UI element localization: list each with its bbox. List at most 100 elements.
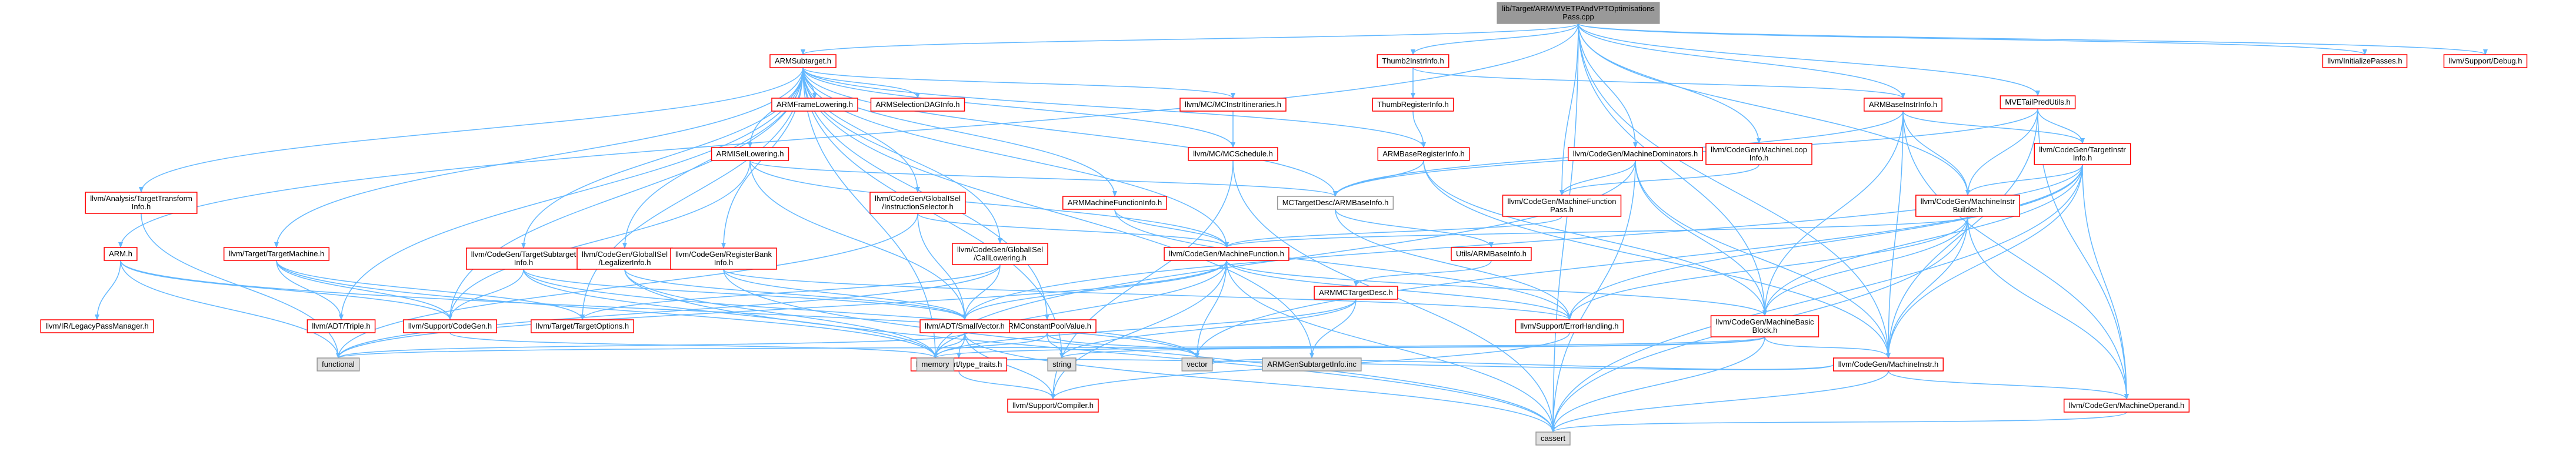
graph-node-supportcodegen[interactable]: llvm/Support/CodeGen.h — [403, 319, 497, 333]
graph-node-calllowering[interactable]: llvm/CodeGen/GlobalISel/CallLowering.h — [952, 243, 1048, 265]
node-box — [1179, 98, 1287, 112]
graph-node-thumb2instrinfo[interactable]: Thumb2InstrInfo.h — [1377, 54, 1449, 68]
graph-node-armselectiondag[interactable]: ARMSelectionDAGInfo.h — [870, 98, 965, 112]
graph-node-supportdebug[interactable]: llvm/Support/Debug.h — [2443, 54, 2528, 68]
node-label: llvm/Target/TargetOptions.h — [536, 322, 629, 330]
edge-armmctargetdesc-to-armgensubtarget — [1309, 299, 1357, 359]
graph-node-compiler[interactable]: llvm/Support/Compiler.h — [1007, 399, 1099, 413]
edge-machineloopinfo-to-machinefunctionpass — [1559, 164, 1759, 196]
node-box — [2000, 95, 2076, 109]
node-label: ARMMCTargetDesc.h — [1319, 288, 1393, 297]
graph-node-errorhandling[interactable]: llvm/Support/ErrorHandling.h — [1515, 319, 1624, 333]
node-label: ARMSelectionDAGInfo.h — [875, 100, 959, 109]
edge-calllowering-to-smallvector — [962, 264, 1001, 320]
node-label: cassert — [1541, 434, 1565, 443]
graph-node-globalisellegalizer[interactable]: llvm/CodeGen/GlobalISel/LegalizerInfo.h — [576, 247, 673, 270]
graph-node-string[interactable]: string — [1047, 357, 1077, 372]
graph-node-armbaseinstrinfo[interactable]: ARMBaseInstrInfo.h — [1864, 98, 1942, 112]
graph-node-armframelowering[interactable]: ARMFrameLowering.h — [771, 98, 858, 112]
edge-machineinstr-to-machineoperand — [1888, 370, 2129, 400]
graph-node-machinefunction[interactable]: llvm/CodeGen/MachineFunction.h — [1164, 247, 1289, 261]
node-box — [2034, 143, 2131, 165]
graph-node-cassert[interactable]: cassert — [1535, 431, 1571, 446]
node-box — [869, 192, 966, 214]
node-label: llvm/InitializePasses.h — [2327, 56, 2402, 65]
graph-node-mcschedule[interactable]: llvm/MC/MCSchedule.h — [1188, 147, 1278, 161]
graph-node-machineoperand[interactable]: llvm/CodeGen/MachineOperand.h — [2063, 399, 2190, 413]
edge-armbaseinstrinfo-to-targetinstrinfo — [1902, 111, 2085, 144]
edge-root-to-machinedominators — [1578, 23, 1638, 148]
graph-node-armconstantpool[interactable]: ARMConstantPoolValue.h — [998, 319, 1097, 333]
node-label: llvm/Analysis/TargetTransform — [90, 194, 192, 203]
graph-node-instructionselector[interactable]: llvm/CodeGen/GlobalISel/InstructionSelec… — [869, 192, 966, 214]
edge-cgtargetsubtarget-to-smallvector — [523, 269, 967, 320]
node-box — [1262, 357, 1362, 372]
graph-node-memory[interactable]: memory — [916, 357, 955, 372]
graph-node-machinedominators[interactable]: llvm/CodeGen/MachineDominators.h — [1568, 147, 1703, 161]
graph-node-targetoptions[interactable]: llvm/Target/TargetOptions.h — [531, 319, 634, 333]
node-label: ARMMachineFunctionInfo.h — [1068, 198, 1162, 207]
node-label: llvm/CodeGen/MachineOperand.h — [2069, 401, 2185, 410]
node-box — [1568, 147, 1703, 161]
node-label: llvm/CodeGen/MachineBasic — [1716, 317, 1814, 326]
graph-node-mctargetdesc[interactable]: MCTargetDesc/ARMBaseInfo.h — [1277, 196, 1394, 210]
graph-node-utilsarmbaseinfo[interactable]: Utils/ARMBaseInfo.h — [1451, 247, 1532, 261]
graph-node-thumb2reginfo[interactable]: ThumbRegisterInfo.h — [1372, 98, 1454, 112]
node-box — [1314, 286, 1398, 300]
node-label: Utils/ARMBaseInfo.h — [1456, 249, 1527, 258]
graph-node-machineinstr[interactable]: llvm/CodeGen/MachineInstr.h — [1832, 357, 1944, 372]
edge-targetinstrinfo-to-machinebasicblock — [1762, 164, 2083, 316]
node-label: Block.h — [1752, 326, 1778, 334]
edge-armh-to-supportcodegen — [120, 260, 452, 320]
edge-armsubtarget-to-armmachinefunctioninfo — [802, 67, 1117, 197]
edge-root-to-supportdebug — [1578, 23, 2488, 55]
edge-armmctargetdesc-to-memory — [933, 299, 1357, 359]
graph-node-armmctargetdesc[interactable]: ARMMCTargetDesc.h — [1314, 286, 1398, 300]
edge-calllowering-to-targetoptions — [580, 264, 1001, 320]
graph-node-armgensubtarget[interactable]: ARMGenSubtargetInfo.inc — [1262, 357, 1362, 372]
edge-root-to-armbaseinstrinfo — [1578, 23, 1905, 99]
node-label: vector — [1187, 360, 1208, 369]
node-label: Pass.h — [1550, 205, 1574, 214]
node-box — [916, 357, 955, 372]
edge-targetinstrinfo-to-vector — [1195, 164, 2083, 359]
node-box — [1277, 196, 1394, 210]
node-box — [403, 319, 497, 333]
graph-node-initializepasses[interactable]: llvm/InitializePasses.h — [2322, 54, 2408, 68]
graph-node-armh[interactable]: ARM.h — [104, 247, 138, 261]
graph-node-legacypassmanager[interactable]: llvm/IR/LegacyPassManager.h — [40, 319, 154, 333]
graph-node-functional[interactable]: functional — [316, 357, 360, 372]
node-label: llvm/ADT/SmallVector.h — [925, 322, 1005, 330]
edge-registerbankinfo-to-smallvector — [723, 269, 967, 320]
graph-node-armisellowering[interactable]: ARMISelLowering.h — [711, 147, 789, 161]
node-label: Info.h — [2073, 153, 2092, 162]
edge-smallvector-to-functional — [336, 332, 965, 359]
edge-armbaseinstrinfo-to-machineinstr — [1886, 111, 1904, 359]
node-label: Info.h — [132, 202, 151, 211]
graph-node-mcinstrit[interactable]: llvm/MC/MCInstrItineraries.h — [1179, 98, 1287, 112]
graph-node-smallvector[interactable]: llvm/ADT/SmallVector.h — [919, 319, 1010, 333]
graph-node-adttriple[interactable]: llvm/ADT/Triple.h — [306, 319, 376, 333]
edge-armsubtarget-to-machinefunction — [802, 67, 1229, 248]
node-box — [1372, 98, 1454, 112]
graph-node-armbasereginfo[interactable]: ARMBaseRegisterInfo.h — [1377, 147, 1470, 161]
graph-node-armmachinefunctioninfo[interactable]: ARMMachineFunctionInfo.h — [1062, 196, 1167, 210]
edge-armbasereginfo-to-mctargetdesc — [1333, 160, 1424, 197]
node-box — [85, 192, 198, 214]
node-label: llvm/CodeGen/MachineLoop — [1711, 145, 1807, 154]
edge-machineinstr-to-vector — [1210, 359, 1834, 370]
graph-node-armsubtarget[interactable]: ARMSubtarget.h — [769, 54, 837, 68]
graph-node-mvetailpred[interactable]: MVETailPredUtils.h — [2000, 95, 2076, 109]
graph-node-root[interactable]: lib/Target/ARM/MVETPAndVPTOptimisationsP… — [1497, 2, 1660, 24]
edge-root-to-machineinstrbuilder — [1578, 23, 1970, 196]
graph-node-targetmachine[interactable]: llvm/Target/TargetMachine.h — [223, 247, 330, 261]
graph-node-vector[interactable]: vector — [1181, 357, 1213, 372]
